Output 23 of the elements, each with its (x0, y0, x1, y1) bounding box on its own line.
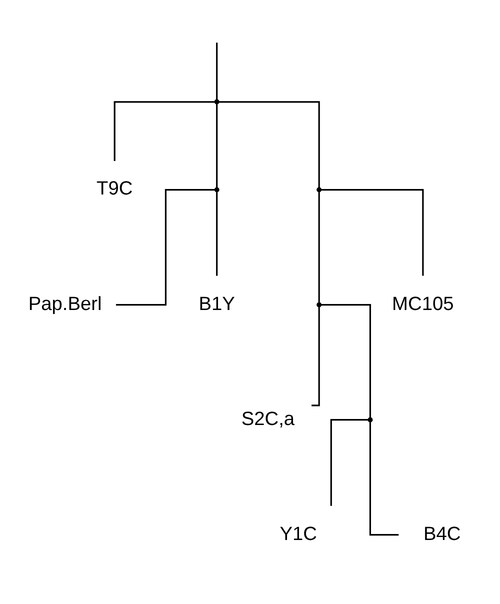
node-text: Pap.Berl (28, 293, 102, 314)
connector (116, 188, 215, 306)
node-point (214, 186, 220, 192)
node-point (368, 416, 373, 422)
node-text: S2C,a (241, 408, 295, 430)
connector (321, 304, 372, 418)
node-text: B1Y (198, 293, 235, 314)
node-text: MC105 (392, 293, 454, 314)
connector (216, 42, 218, 99)
node-text: T9C (96, 178, 133, 200)
node-text: B4C (423, 523, 461, 544)
connector (320, 188, 424, 276)
connector (330, 418, 368, 506)
connector (216, 103, 218, 188)
node-text: Y1C (280, 523, 317, 544)
node-point (316, 186, 322, 192)
node-point (214, 98, 220, 104)
connector (216, 191, 218, 276)
connector (114, 100, 216, 160)
node-point (316, 302, 322, 307)
connector (369, 421, 399, 536)
connector (318, 191, 320, 302)
connector (218, 100, 320, 188)
